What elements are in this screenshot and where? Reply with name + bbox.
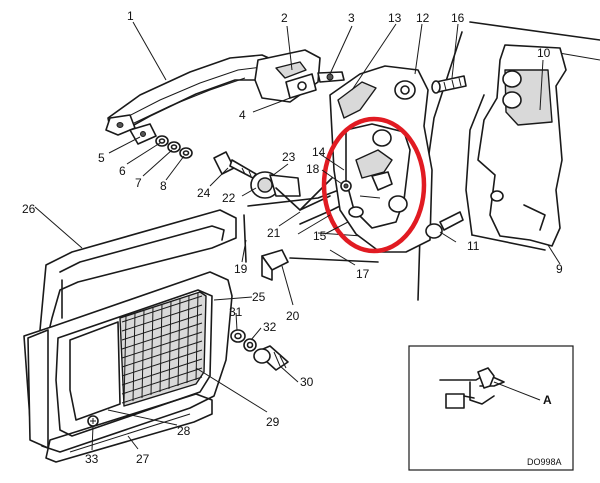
inset-label-a: A — [543, 393, 552, 407]
drawing-code: DO998A — [527, 457, 562, 467]
part-label-7: 7 — [135, 176, 142, 190]
part-label-16: 16 — [451, 11, 465, 25]
part-label-10: 10 — [537, 46, 551, 60]
part-label-33: 33 — [85, 452, 99, 466]
part-label-2: 2 — [281, 11, 288, 25]
part-label-20: 20 — [286, 309, 300, 323]
grille-mesh — [121, 291, 203, 405]
part-label-14: 14 — [312, 145, 326, 159]
lock-barrel — [250, 171, 301, 199]
latch-tab — [261, 249, 289, 281]
part-label-25: 25 — [252, 290, 266, 304]
outer-handle — [105, 54, 283, 136]
push-button-housing — [254, 49, 345, 103]
part-label-5: 5 — [98, 151, 105, 165]
part-label-30: 30 — [300, 375, 314, 389]
part-label-26: 26 — [22, 202, 36, 216]
key — [213, 151, 257, 179]
highlight-circle — [321, 116, 427, 254]
part-label-24: 24 — [197, 186, 211, 200]
part-label-31: 31 — [229, 305, 243, 319]
part-label-8: 8 — [160, 179, 167, 193]
part-label-29: 29 — [266, 415, 280, 429]
washers — [129, 123, 193, 159]
pillar-bracket — [477, 44, 567, 247]
part-label-19: 19 — [234, 262, 248, 276]
part-label-3: 3 — [348, 11, 355, 25]
part-label-21: 21 — [267, 226, 281, 240]
fixings — [230, 329, 289, 371]
part-label-12: 12 — [416, 11, 430, 25]
part-numbers: 1 2 3 4 5 6 7 8 9 10 11 12 13 14 15 16 1… — [22, 9, 563, 466]
part-label-11: 11 — [467, 239, 480, 253]
lock-mechanism — [340, 123, 411, 229]
part-label-4: 4 — [239, 108, 246, 122]
screw-33 — [87, 415, 99, 427]
part-label-27: 27 — [136, 452, 150, 466]
part-label-32: 32 — [263, 320, 277, 334]
part-label-28: 28 — [177, 424, 191, 438]
screws — [425, 75, 467, 239]
part-label-9: 9 — [556, 262, 563, 276]
leader-lines — [34, 21, 561, 451]
part-label-22: 22 — [222, 191, 236, 205]
part-label-18: 18 — [306, 162, 320, 176]
inset-detail-box: A DO998A — [408, 345, 574, 471]
part-label-23: 23 — [282, 150, 296, 164]
part-label-17: 17 — [356, 267, 370, 281]
part-label-1: 1 — [127, 9, 134, 23]
part-label-6: 6 — [119, 164, 126, 178]
part-label-15: 15 — [313, 229, 327, 243]
part-label-13: 13 — [388, 11, 402, 25]
